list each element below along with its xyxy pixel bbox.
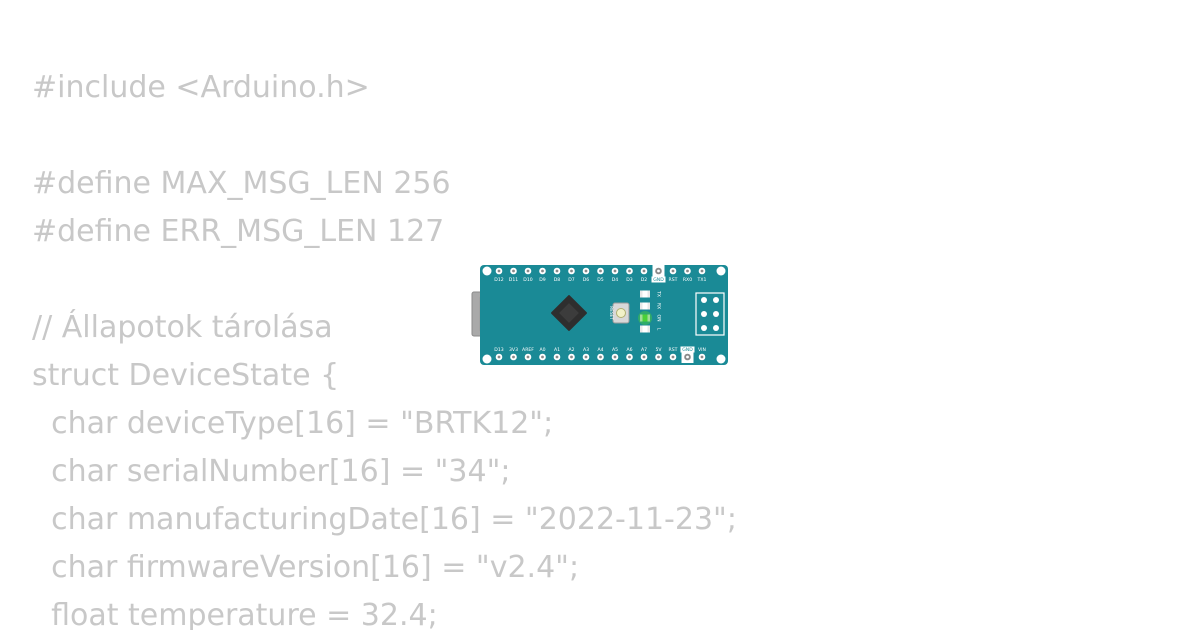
pin-label: A4	[597, 347, 603, 353]
pin-hole	[497, 269, 501, 273]
pin-label: 5V	[655, 347, 662, 353]
pin-label: D13	[494, 347, 503, 353]
code-line: struct DeviceState {	[32, 358, 340, 393]
pin-label: D4	[612, 277, 619, 283]
pin-hole	[686, 269, 689, 273]
code-line: char serialNumber[16] = "34";	[32, 454, 511, 489]
pin-label: RST	[669, 277, 678, 283]
pin-hole	[570, 269, 573, 273]
pin-hole	[657, 269, 660, 273]
mounting-hole	[482, 266, 492, 276]
mounting-hole	[482, 354, 492, 364]
pin-hole	[555, 269, 559, 273]
pin-hole	[613, 355, 617, 359]
status-leds: TX RX ON L	[638, 290, 662, 333]
pin-hole	[642, 355, 646, 359]
reset-button[interactable]	[612, 302, 630, 324]
pin-label: VIN	[698, 347, 706, 353]
pin-hole	[584, 269, 588, 273]
mounting-hole	[716, 354, 726, 364]
pin-label: A7	[641, 347, 647, 353]
pin-hole	[628, 355, 631, 359]
pin-label: RST	[669, 347, 678, 353]
pin-label: D2	[641, 277, 648, 283]
mounting-hole	[716, 266, 726, 276]
pin-hole	[526, 269, 530, 273]
pcb	[480, 265, 728, 365]
led-label: L	[656, 328, 662, 331]
led-lens	[642, 325, 648, 333]
pin-hole	[526, 355, 530, 359]
led-lens	[642, 290, 648, 298]
pin-label: D9	[539, 277, 546, 283]
code-line: #define MAX_MSG_LEN 256	[32, 166, 451, 201]
code-editor: #include <Arduino.h> #define MAX_MSG_LEN …	[32, 64, 737, 630]
pin-hole	[541, 355, 544, 359]
pin-label: D6	[583, 277, 590, 283]
pin-label: TX1	[697, 277, 707, 283]
led-label: RX	[656, 303, 662, 309]
pin-hole	[555, 355, 559, 359]
pin-hole	[657, 355, 660, 359]
pin-hole	[671, 269, 675, 273]
led-label: TX	[656, 290, 662, 297]
pin-label: RX0	[683, 277, 692, 283]
pin-hole	[512, 355, 515, 359]
led-lens	[642, 302, 648, 310]
gnd-label-highlight	[680, 346, 695, 353]
code-line: char firmwareVersion[16] = "v2.4";	[32, 550, 580, 585]
pin-label: GND	[653, 277, 664, 283]
pin-hole	[584, 355, 588, 359]
pin-hole	[642, 269, 646, 273]
pin-label: GND	[682, 347, 693, 353]
pin-hole	[497, 355, 501, 359]
pin-label: D8	[554, 277, 561, 283]
pin-label: D12	[494, 277, 503, 283]
pin-label: D11	[509, 277, 518, 283]
pin-label: D10	[523, 277, 532, 283]
pin-label: A2	[568, 347, 574, 353]
pin-label: A5	[612, 347, 618, 353]
code-line: #include <Arduino.h>	[32, 70, 370, 105]
pin-hole	[613, 269, 617, 273]
pin-hole	[700, 269, 704, 273]
pin-label: D7	[568, 277, 575, 283]
pin-label: A6	[626, 347, 632, 353]
pin-hole	[541, 269, 544, 273]
led-glow	[638, 311, 652, 325]
code-line	[32, 112, 737, 160]
pin-label: A1	[554, 347, 560, 353]
pin-hole	[686, 355, 689, 359]
pin-hole	[599, 355, 602, 359]
pin-label: 3V3	[509, 347, 518, 353]
code-line: char manufacturingDate[16] = "2022-11-23…	[32, 502, 737, 537]
microcontroller-chip	[551, 295, 587, 331]
power-led-lit	[642, 314, 648, 322]
pin-hole	[570, 355, 573, 359]
pin-label: D5	[597, 277, 604, 283]
code-line: #define ERR_MSG_LEN 127	[32, 214, 445, 249]
pin-hole	[599, 269, 602, 273]
pin-hole	[628, 269, 631, 273]
pin-hole	[512, 269, 515, 273]
gnd-label-highlight	[651, 276, 666, 283]
code-line: float temperature = 32.4;	[32, 598, 438, 630]
pin-label: AREF	[522, 347, 534, 353]
led-label: ON	[656, 314, 662, 321]
code-line: // Állapotok tárolása	[32, 310, 333, 345]
code-line: char deviceType[16] = "BRTK12";	[32, 406, 554, 441]
icsp-header	[695, 292, 725, 336]
pin-label: D3	[626, 277, 633, 283]
pin-label: A3	[583, 347, 589, 353]
reset-label: RESET	[609, 306, 614, 320]
pin-label: A0	[539, 347, 545, 353]
pin-hole	[700, 355, 704, 359]
pin-hole	[671, 355, 675, 359]
